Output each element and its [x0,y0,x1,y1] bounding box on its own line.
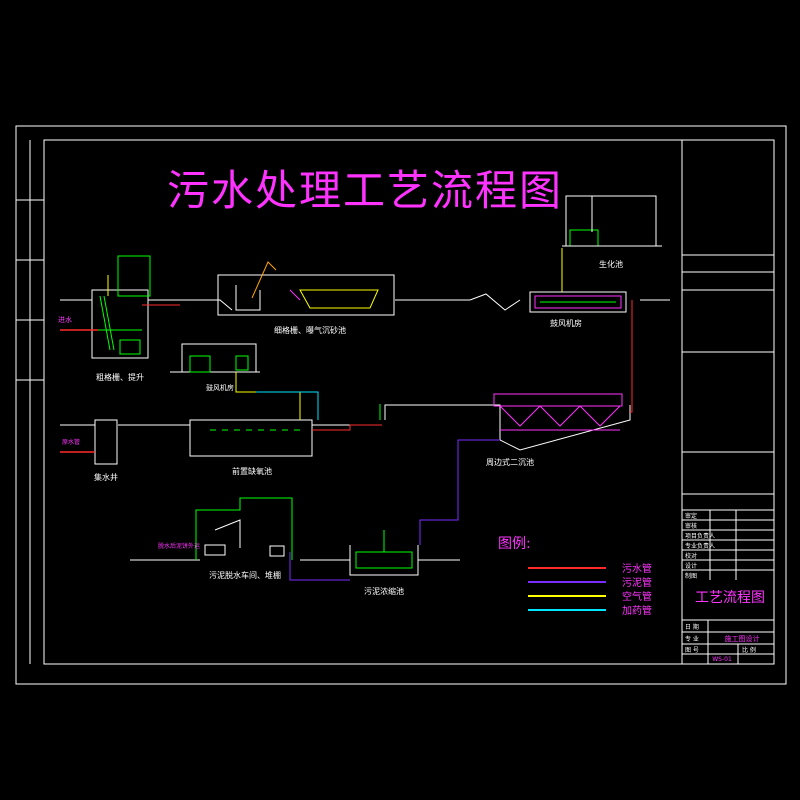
sewage-pipes [142,300,633,431]
svg-text:设计: 设计 [685,562,697,570]
titleblock-date-label: 日 期 [685,623,699,631]
unit-chem-room [181,343,257,373]
drawing-title: 污水处理工艺流程图 [167,166,563,215]
unit-dewatering [195,497,293,560]
svg-text:校对: 校对 [685,552,697,560]
label-anoxic-tank: 前置缺氧池 [232,466,272,476]
inner-frame [43,139,775,665]
label-sludge-tank: 污泥浓缩池 [364,586,404,596]
label-inflow: 进水 [58,315,72,324]
ground-lines [60,293,670,561]
svg-text:审定: 审定 [685,512,697,520]
legend-label-3: 加药管 [622,604,652,617]
titleblock-discipline-label: 专 业 [685,635,699,643]
sludge-pipes [289,439,500,581]
unit-lift-well [91,255,151,359]
label-grit-tank: 细格栅、曝气沉砂池 [274,325,346,335]
svg-text:审核: 审核 [685,522,697,530]
unit-grit-tank [217,261,395,316]
legend-label-1: 污泥管 [622,576,652,589]
label-clarifier: 周边式二沉池 [486,457,534,467]
titleblock-drawing-name: 工艺流程图 [695,590,765,606]
svg-text:专业负责人: 专业负责人 [685,542,715,550]
legend-title: 图例: [498,536,531,552]
legend-label-2: 空气管 [622,590,652,603]
titleblock-sheet-label: 图 号 [685,647,699,654]
dosing-pipes [256,391,319,420]
left-margin-table [16,140,44,664]
titleblock-stage: 施工图设计 [725,634,760,643]
unit-anoxic-tank [189,419,313,457]
air-pipes [235,372,301,420]
unit-intake-well [60,419,118,465]
svg-text:制图: 制图 [685,572,697,580]
legend-label-0: 污水管 [622,562,652,575]
unit-clarifier [379,393,631,451]
titleblock-sheet-no: WS-01 [712,656,732,663]
label-intake: 集水井 [94,472,118,482]
unit-blower-room [561,195,662,292]
label-blower-room: 生化池 [599,259,623,269]
label-dewatering: 污泥脱水车间、堆棚 [209,570,281,580]
label-raw-pipe: 原水管 [62,438,80,446]
unit-bio-tank [529,291,627,313]
unit-sludge-tank [349,530,419,576]
label-bio-tank: 鼓风机房 [550,318,582,328]
label-sludge-out: 脱水后泥饼外运 [158,542,200,550]
outer-frame [15,125,787,685]
svg-text:项目负责人: 项目负责人 [685,532,715,540]
titleblock-row-labels: 审定 审核 项目负责人 专业负责人 校对 设计 制图 [685,512,715,580]
title-block [681,140,774,664]
label-lift-well: 粗格栅、提升 [96,372,144,382]
label-chem-room: 鼓风机房 [206,383,234,392]
titleblock-scale-label: 比 例 [742,646,756,654]
